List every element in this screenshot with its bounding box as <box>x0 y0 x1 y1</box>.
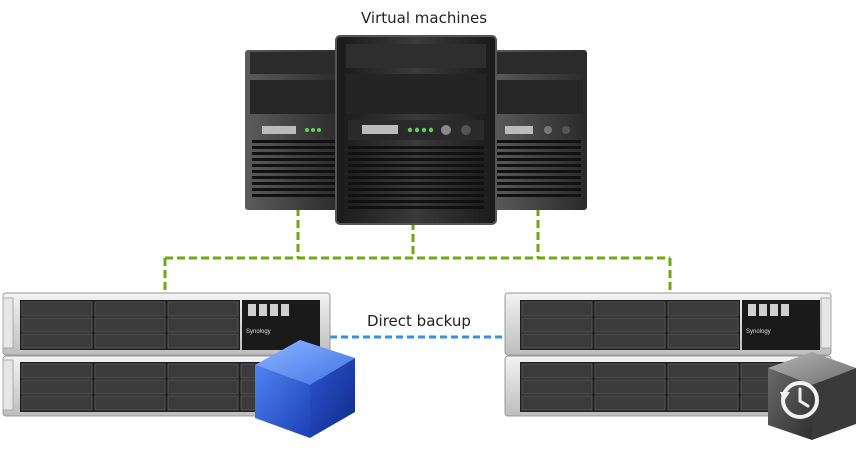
nas-right: Synology <box>504 292 832 417</box>
clock-restore-icon <box>768 352 856 440</box>
nas-left-brand: Synology <box>246 329 271 335</box>
nas-right-brand: Synology <box>746 329 771 335</box>
vm-tower-right <box>490 50 587 210</box>
vm-links <box>163 208 672 296</box>
direct-backup-label: Direct backup <box>367 312 471 330</box>
vm-tower-left <box>245 50 340 210</box>
vm-tower-center <box>335 35 497 225</box>
virtual-machines-label: Virtual machines <box>361 9 488 27</box>
cube-icon <box>255 340 355 438</box>
